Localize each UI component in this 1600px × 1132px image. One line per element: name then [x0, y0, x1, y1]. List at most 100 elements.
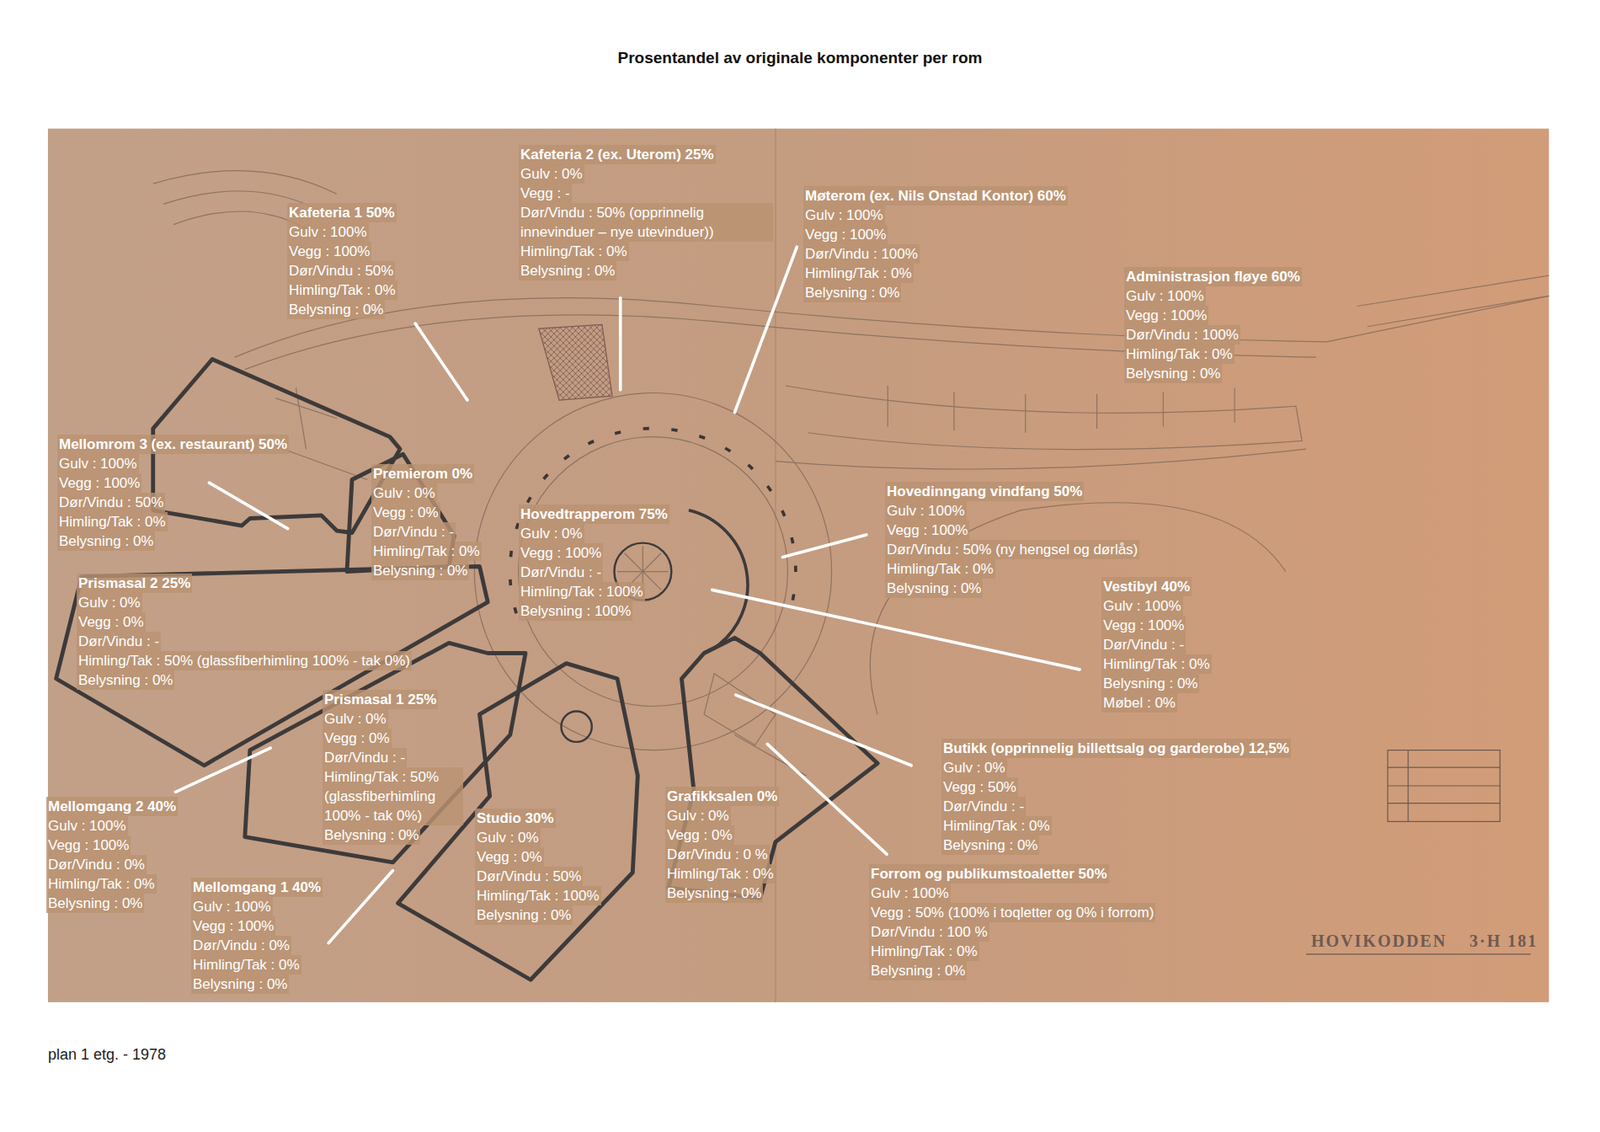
component-share: Himling/Tak : 0% — [941, 816, 1052, 836]
room-heading: Vestibyl 40% — [1101, 576, 1192, 597]
room-annotation: Mellomgang 2 40%Gulv : 100%Vegg : 100%Dø… — [48, 796, 178, 913]
plan-sheet — [48, 128, 1549, 1003]
component-share: Himling/Tak : 0% — [518, 241, 630, 262]
plan-linework — [153, 170, 1550, 776]
room-heading: Mellomrom 3 (ex. restaurant) 50% — [57, 434, 289, 454]
component-share: Himling/Tak : 0% — [371, 541, 482, 561]
component-share: Vegg : 100% — [885, 520, 970, 540]
component-share: Gulv : 0% — [665, 805, 731, 826]
room-heading: Forrom og publikumstoaletter 50% — [869, 864, 1110, 884]
component-share: Belysning : 0% — [803, 282, 902, 303]
drawing-stamp: 3·H 181 — [1469, 931, 1538, 951]
room-heading: 3·H 181 — [1469, 931, 1538, 951]
room-annotation: Mellomrom 3 (ex. restaurant) 50%Gulv : 1… — [58, 434, 289, 551]
component-share: Gulv : 100% — [57, 453, 139, 474]
component-share: Dør/Vindu : 50% (ny hengsel og dørlås) — [885, 539, 1140, 560]
component-share: Gulv : 100% — [1124, 286, 1206, 306]
room-annotation: Prismasal 2 25%Gulv : 0%Vegg : 0%Dør/Vin… — [78, 573, 412, 690]
leader-lines — [175, 246, 1080, 943]
component-share: Himling/Tak : 100% — [518, 581, 646, 602]
room-annotation: Vestibyl 40%Gulv : 100%Vegg : 100%Dør/Vi… — [1103, 576, 1212, 713]
component-share: Belysning : 0% — [46, 893, 144, 913]
component-share: Vegg : 100% — [287, 241, 372, 262]
room-heading: HOVIKODDEN — [1311, 931, 1447, 951]
component-share: Gulv : 0% — [518, 164, 585, 184]
component-share: Gulv : 100% — [885, 501, 967, 521]
component-share: Vegg : 0% — [76, 612, 146, 632]
component-share: Himling/Tak : 0% — [191, 954, 302, 975]
component-share: Vegg : 100% — [57, 473, 142, 493]
component-share: Gulv : 0% — [518, 523, 585, 544]
component-share: Dør/Vindu : - — [76, 631, 161, 651]
drawing-stamp: HOVIKODDEN — [1311, 931, 1447, 951]
component-share: Dør/Vindu : - — [371, 522, 456, 542]
component-share: Belysning : 0% — [287, 299, 385, 320]
component-share: Dør/Vindu : 50% — [287, 261, 395, 281]
component-share: Belysning : 0% — [76, 670, 175, 690]
component-share: Himling/Tak : 0% — [57, 512, 168, 532]
room-annotation: Premierom 0%Gulv : 0%Vegg : 0%Dør/Vindu … — [373, 464, 482, 581]
component-share: Vegg : 0% — [322, 728, 392, 748]
room-annotation: Administrasjon fløye 60%Gulv : 100%Vegg … — [1125, 266, 1302, 384]
component-share: Gulv : 100% — [287, 222, 369, 242]
hatched-area — [538, 324, 613, 400]
component-share: Belysning : 0% — [1101, 673, 1200, 694]
component-share: Dør/Vindu : 0% — [191, 935, 292, 955]
component-share: Vegg : - — [518, 183, 572, 203]
room-heading: Mellomgang 2 40% — [46, 796, 178, 816]
room-annotation: Studio 30%Gulv : 0%Vegg : 0%Dør/Vindu : … — [476, 808, 602, 925]
round-room — [560, 711, 592, 742]
component-share: Dør/Vindu : 100 % — [869, 922, 990, 942]
title-block — [1306, 750, 1531, 955]
component-share: Vegg : 50% (100% i toqletter og 0% i for… — [869, 902, 1156, 923]
component-share: Belysning : 0% — [371, 560, 470, 581]
component-share: Himling/Tak : 50% (glassfiberhimling 100… — [76, 650, 412, 671]
room-heading: Møterom (ex. Nils Onstad Kontor) 60% — [803, 186, 1068, 206]
component-share: Belysning : 0% — [1124, 363, 1222, 384]
component-share: Dør/Vindu : 50% (opprinnelig innevinduer… — [518, 202, 774, 242]
room-heading: Hovedtrapperom 75% — [518, 504, 670, 524]
room-annotation: Grafikksalen 0%Gulv : 0%Vegg : 0%Dør/Vin… — [666, 786, 779, 903]
component-share: Gulv : 0% — [322, 709, 389, 729]
room-annotation: Møterom (ex. Nils Onstad Kontor) 60%Gulv… — [805, 186, 1068, 303]
room-heading: Hovedinngang vindfang 50% — [885, 481, 1084, 502]
component-share: Belysning : 0% — [941, 835, 1040, 855]
component-share: Gulv : 100% — [803, 205, 886, 225]
component-share: Himling/Tak : 0% — [869, 941, 980, 961]
component-share: Dør/Vindu : 50% — [57, 492, 166, 512]
component-share: Himling/Tak : 0% — [287, 280, 398, 300]
component-share: Himling/Tak : 0% — [885, 559, 996, 579]
room-heading: Kafeteria 1 50% — [287, 202, 397, 223]
component-share: Dør/Vindu : 50% — [474, 866, 583, 886]
room-heading: Prismasal 1 25% — [322, 689, 438, 710]
caption: plan 1 etg. - 1978 — [48, 1045, 166, 1064]
component-share: Gulv : 100% — [191, 896, 273, 917]
component-share: Vegg : 100% — [518, 543, 603, 563]
component-share: Dør/Vindu : - — [518, 562, 603, 582]
column-ring — [510, 428, 796, 614]
stair-wall — [688, 510, 748, 649]
component-share: Vegg : 50% — [941, 777, 1019, 797]
component-share: Gulv : 0% — [371, 483, 438, 503]
room-heading: Prismasal 2 25% — [76, 573, 192, 593]
room-heading: Kafeteria 2 (ex. Uterom) 25% — [518, 144, 716, 165]
component-share: Dør/Vindu : 0 % — [665, 844, 770, 864]
component-share: Dør/Vindu : 100% — [1124, 325, 1241, 345]
component-share: Vegg : 100% — [803, 224, 888, 245]
component-share: Gulv : 100% — [1101, 596, 1184, 616]
component-share: Belysning : 0% — [665, 883, 763, 903]
component-share: Belysning : 0% — [57, 531, 155, 551]
component-share: Belysning : 0% — [518, 261, 617, 281]
component-share: Vegg : 100% — [46, 835, 131, 855]
component-share: Vegg : 100% — [191, 916, 276, 936]
component-share: Vegg : 100% — [1124, 305, 1209, 326]
component-share: Dør/Vindu : 0% — [46, 854, 147, 875]
component-share: Himling/Tak : 100% — [474, 885, 602, 906]
room-annotation: Prismasal 1 25%Gulv : 0%Vegg : 0%Dør/Vin… — [324, 689, 464, 845]
component-share: Himling/Tak : 0% — [1101, 654, 1212, 674]
room-heading: Mellomgang 1 40% — [191, 877, 323, 897]
component-share: Dør/Vindu : - — [1101, 634, 1186, 655]
component-share: Belysning : 0% — [869, 960, 967, 981]
component-share: Møbel : 0% — [1101, 693, 1178, 713]
